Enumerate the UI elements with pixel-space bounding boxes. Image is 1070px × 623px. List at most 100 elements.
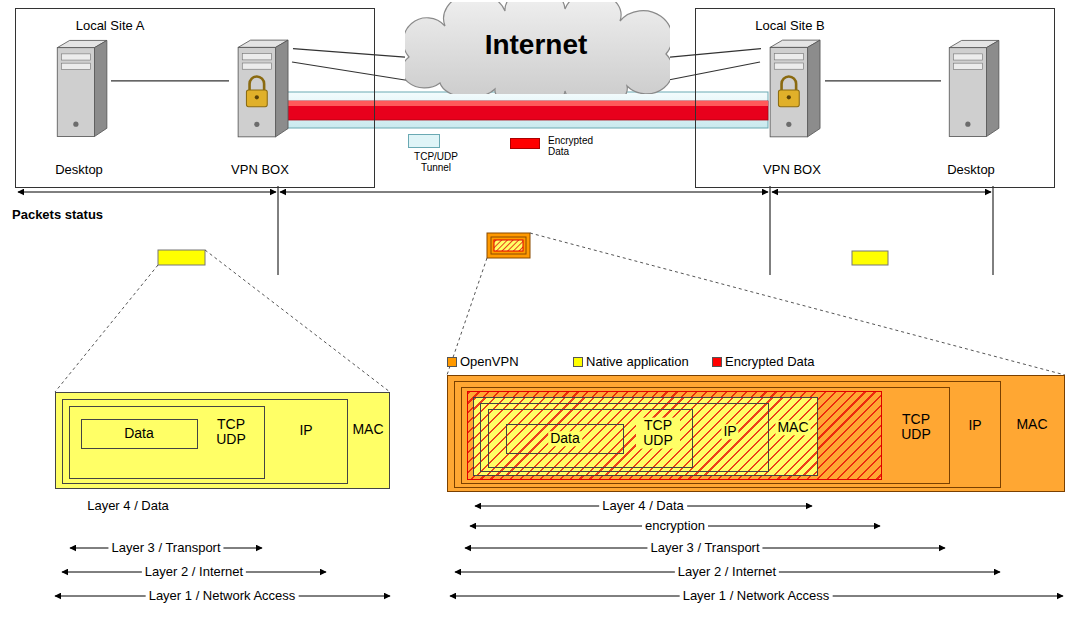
tick — [278, 186, 279, 275]
network-link — [111, 80, 229, 81]
node-label: Local Site B — [755, 19, 824, 33]
network-link — [825, 80, 941, 81]
node-label: VPN BOX — [763, 163, 821, 177]
site-box: VPN BOX Desktop Local Site B — [695, 8, 1055, 188]
node-label: MAC — [775, 420, 810, 435]
desktop-computer: Desktop — [941, 37, 1003, 183]
drive-bay — [242, 63, 271, 69]
span-arrow — [772, 192, 991, 193]
node-label: TCP UDP — [896, 412, 936, 443]
network-link — [670, 49, 761, 58]
legend-text: Native application — [586, 355, 689, 369]
desktop-icon — [49, 37, 111, 141]
power-button — [965, 122, 970, 127]
node-label: TCP UDP — [636, 418, 680, 449]
layer-label: Layer 2 / Internet — [675, 565, 779, 579]
mac-frame: DataTCP UDPIPMACTCP UDPIPMAC — [447, 375, 1065, 492]
legend-swatch — [447, 357, 457, 367]
node-label: IP — [299, 423, 312, 438]
packet-icon — [158, 250, 205, 265]
legend-swatch — [573, 357, 583, 367]
data-payload: Data — [506, 424, 624, 454]
mac-frame: Data TCP UDP IP MAC — [55, 392, 390, 489]
layer-label: encryption — [642, 519, 708, 533]
cloud-outline — [405, 2, 670, 94]
node-label: Desktop — [947, 163, 995, 177]
vpn-box-icon — [229, 37, 293, 141]
ip-header: Data TCP UDP IP MAC TCP UDPIP — [454, 381, 1001, 488]
mac-frame: Data TCP UDP IP MAC — [473, 397, 818, 476]
drive-bay — [242, 54, 271, 60]
case-side — [808, 40, 820, 137]
case-front — [57, 48, 94, 137]
network-link — [293, 49, 405, 58]
layer-label: Layer 1 / Network Access — [146, 589, 299, 603]
drive-bay — [61, 63, 90, 69]
zoom-line — [55, 233, 1065, 392]
internet-cloud: Internet — [405, 2, 670, 94]
lock-keyhole — [255, 95, 259, 99]
bracket — [18, 186, 993, 275]
packet-outer — [487, 233, 530, 258]
node-label: Data — [548, 431, 582, 446]
desktop-computer: Desktop — [49, 37, 111, 183]
layer-arrow — [55, 506, 1063, 596]
drive-bay — [774, 63, 803, 69]
tick — [770, 186, 771, 275]
layer-label: Layer 4 / Data — [599, 499, 687, 513]
ip-header: Data TCP UDP IP — [62, 399, 348, 484]
lock-body — [246, 90, 267, 107]
node-label: MAC — [352, 422, 383, 437]
transport-header: Data TCP UDP IP MAC TCP UDP — [461, 387, 950, 484]
legend-swatch — [712, 357, 722, 367]
lock-keyhole — [787, 95, 791, 99]
case-front — [949, 48, 986, 137]
desktop-icon — [941, 37, 1003, 141]
lock-shackle — [782, 77, 797, 92]
transport-header: Data TCP UDP — [488, 409, 693, 468]
drive-bay — [953, 63, 982, 69]
tick — [993, 186, 994, 275]
case-side — [276, 40, 288, 137]
transport-header: Data TCP UDP — [69, 406, 265, 479]
vpn-box-icon — [761, 37, 825, 141]
legend-swatch — [510, 138, 540, 149]
lock-shackle — [250, 77, 265, 92]
layer-label: Layer 1 / Network Access — [680, 589, 833, 603]
vpn-box: VPN BOX — [229, 37, 293, 183]
span-arrow — [18, 192, 276, 193]
power-button — [786, 122, 791, 127]
layer-label: Layer 2 / Internet — [142, 565, 246, 579]
legend-text: Encrypted Data — [725, 355, 815, 369]
layer-label: Layer 4 / Data — [84, 499, 172, 513]
site-box: Desktop VPN BOX Local Site A — [15, 8, 375, 188]
cloud-label: Internet — [485, 30, 588, 61]
case-side — [986, 40, 998, 136]
data-payload: Data — [81, 419, 198, 449]
node-label: MAC — [1016, 417, 1047, 432]
node-label: IP — [721, 424, 738, 439]
section-label: Packets status — [12, 208, 103, 222]
packet-icon — [487, 233, 530, 258]
layer-label: Layer 3 / Transport — [647, 541, 762, 555]
legend-text: OpenVPN — [460, 355, 519, 369]
vpn-box: VPN BOX — [761, 37, 825, 183]
packet-icon — [852, 251, 888, 265]
node-label: Desktop — [55, 163, 103, 177]
case-front — [238, 47, 275, 136]
lock-body — [778, 90, 799, 107]
drive-bay — [953, 54, 982, 60]
node-label: TCP UDP — [211, 417, 251, 448]
case-front — [770, 47, 807, 136]
ip-header: Data TCP UDP IP — [480, 403, 769, 472]
legend-text: TCP/UDP Tunnel — [410, 151, 462, 173]
node-label: Local Site A — [76, 19, 145, 33]
node-label: VPN BOX — [231, 163, 289, 177]
drive-bay — [61, 54, 90, 60]
packet-ring — [491, 237, 526, 254]
power-button — [73, 122, 78, 127]
legend-swatch — [408, 134, 440, 148]
span-arrow — [280, 192, 768, 193]
drive-bay — [774, 54, 803, 60]
